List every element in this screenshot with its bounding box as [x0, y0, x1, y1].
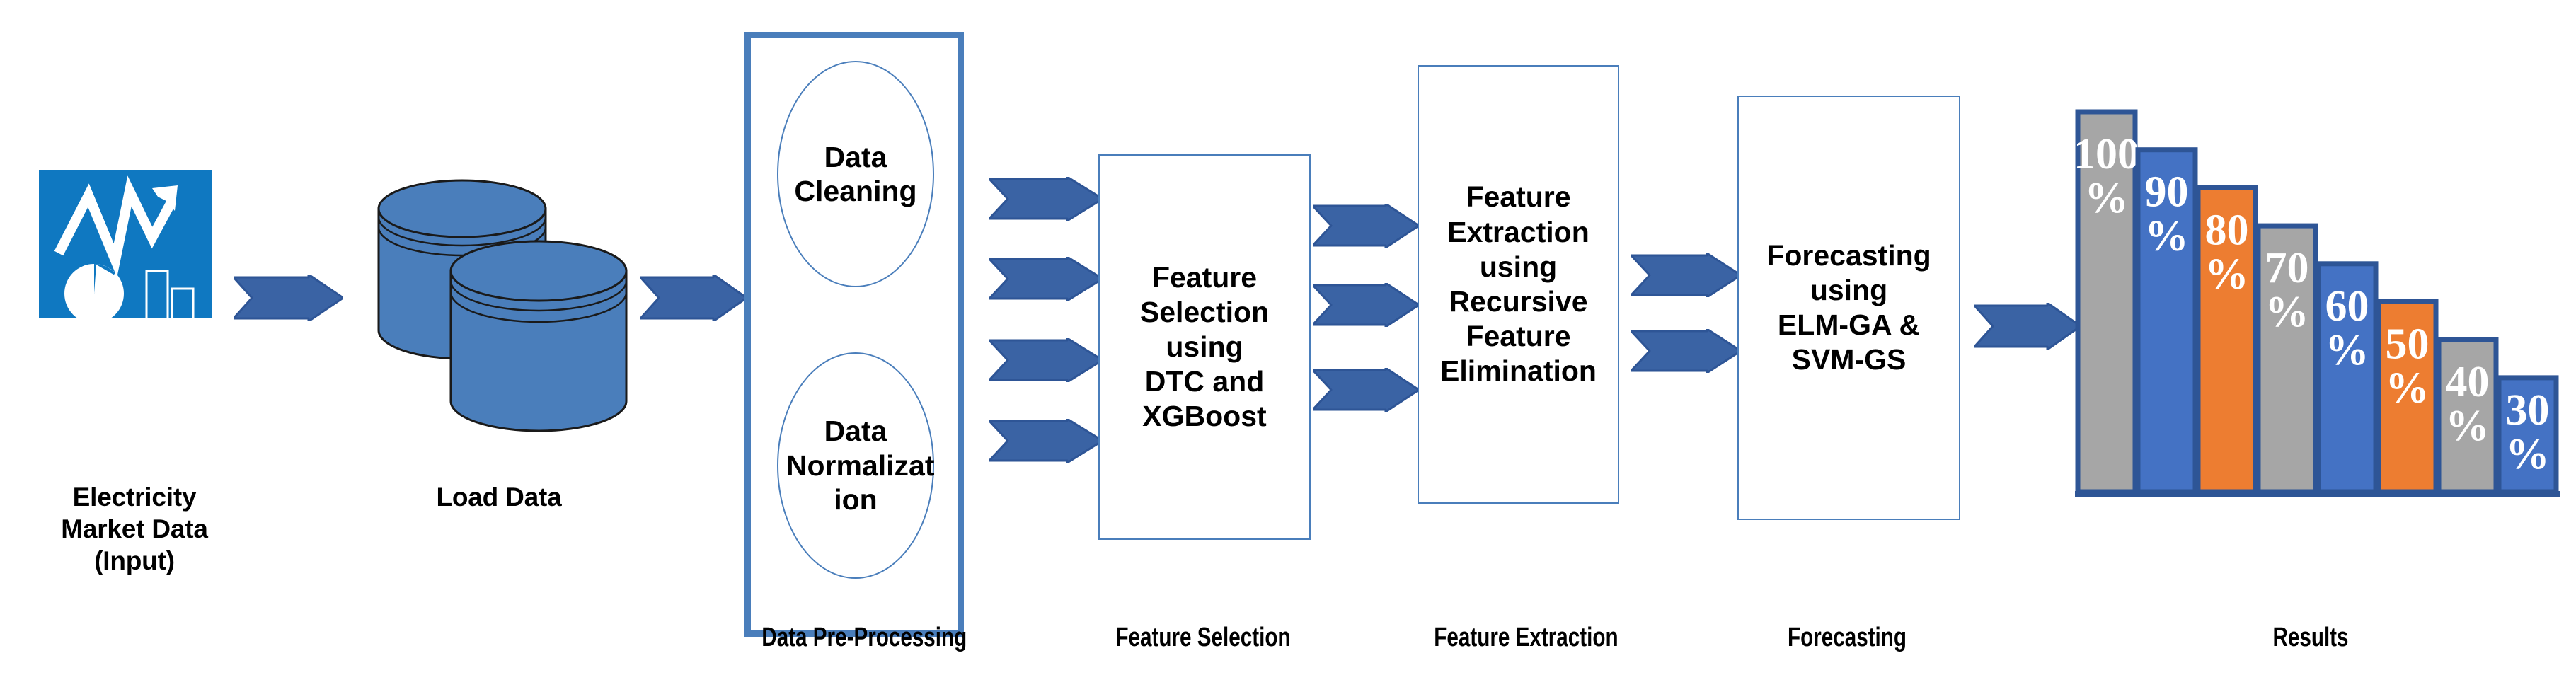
data-normalization-node: Data Normalizat ion [777, 352, 935, 579]
data-cleaning-line-2: Cleaning [794, 175, 917, 207]
results-bar-label: 50 [2386, 321, 2430, 369]
data-normalization-line-1: Data [824, 415, 887, 448]
feature-extraction-line-3: using [1479, 250, 1558, 283]
results-bar-label: % [2085, 174, 2129, 222]
results-bar [2195, 185, 2258, 495]
results-bar-label: % [2265, 288, 2309, 336]
feature-extraction-line-5: Feature [1466, 320, 1571, 353]
results-bar [2496, 375, 2559, 495]
feature-selection-line-4: DTC and [1144, 365, 1265, 398]
arrow-preprocessing-to-feature-selection-2 [989, 257, 1103, 301]
results-bar-label: 60 [2325, 282, 2369, 330]
feature-selection-line-3: using [1166, 330, 1243, 363]
results-bar-label: 100 [2074, 130, 2139, 178]
results-bar-label: 80 [2205, 206, 2249, 254]
results-bar-label: % [2446, 402, 2490, 450]
feature-extraction-line-2: Extraction [1447, 215, 1589, 248]
forecasting-line-2: using [1810, 273, 1888, 306]
caption-input-line-2: Market Data [61, 514, 208, 544]
caption-forecasting: Forecasting [1787, 623, 1907, 652]
forecasting-line-4: SVM-GS [1791, 343, 1907, 376]
results-bar-label: 40 [2446, 358, 2490, 406]
feature-selection-line-2: Selection [1139, 295, 1270, 328]
arrow-feature-selection-to-feature-extraction-3 [1313, 368, 1419, 412]
arrow-forecasting-to-results [1974, 303, 2081, 350]
arrow-feature-selection-to-feature-extraction-1 [1313, 204, 1419, 248]
feature-selection-line-1: Feature [1151, 260, 1258, 294]
data-cleaning-node: Data Cleaning [777, 61, 934, 287]
caption-load-data-line-1: Load Data [436, 483, 562, 512]
results-bar-label: 90 [2145, 168, 2189, 217]
data-normalization-line-3: ion [834, 483, 878, 516]
results-bar [2255, 223, 2318, 495]
arrow-preprocessing-to-feature-selection-4 [989, 419, 1103, 463]
results-bar-label: % [2145, 212, 2189, 260]
database-cylinders-icon [354, 173, 651, 470]
feature-extraction-box: Feature Extraction using Recursive Featu… [1418, 65, 1619, 504]
results-bar-label: 30 [2506, 386, 2550, 434]
forecasting-line-1: Forecasting [1766, 238, 1931, 272]
caption-feature-extraction: Feature Extraction [1434, 623, 1618, 652]
caption-input-line-3: (Input) [94, 546, 175, 576]
feature-extraction-line-4: Recursive [1449, 285, 1588, 318]
caption-results: Results [2272, 623, 2349, 652]
feature-selection-line-5: XGBoost [1142, 400, 1267, 433]
results-bar [2376, 299, 2439, 495]
results-bar-label: % [2205, 250, 2249, 298]
caption-data-preprocessing: Data Pre-Processing [761, 623, 967, 652]
results-bar [2075, 109, 2138, 495]
results-bar [2135, 147, 2198, 495]
arrow-feature-extraction-to-forecasting-1 [1631, 253, 1741, 297]
forecasting-line-3: ELM-GA & [1777, 308, 1921, 341]
arrow-input-to-load-data [234, 275, 343, 321]
results-bar-label: % [2506, 430, 2550, 478]
caption-input-line-1: Electricity [72, 483, 197, 512]
forecasting-box: Forecasting using ELM-GA & SVM-GS [1737, 96, 1960, 520]
arrow-feature-extraction-to-forecasting-2 [1631, 329, 1741, 373]
feature-extraction-line-1: Feature [1466, 180, 1571, 214]
results-bar-label: % [2325, 326, 2369, 374]
arrow-preprocessing-to-feature-selection-1 [989, 177, 1103, 221]
data-cleaning-line-1: Data [824, 140, 887, 173]
results-chart-svg: 100%90%80%70%60%50%40%30% [2074, 109, 2560, 497]
arrow-preprocessing-to-feature-selection-3 [989, 338, 1103, 382]
market-chart-icon [39, 170, 212, 318]
feature-extraction-line-6: Elimination [1440, 354, 1597, 388]
caption-load-data: Load Data [361, 481, 637, 513]
arrow-load-data-to-preprocessing [640, 275, 747, 321]
results-bar-label: % [2386, 364, 2430, 412]
feature-selection-box: Feature Selection using DTC and XGBoost [1098, 154, 1311, 540]
caption-feature-selection: Feature Selection [1115, 623, 1291, 652]
results-bar-label: 70 [2265, 244, 2309, 292]
caption-input: Electricity Market Data (Input) [0, 481, 269, 577]
results-bar-chart: 100%90%80%70%60%50%40%30% [2074, 106, 2562, 524]
arrow-feature-selection-to-feature-extraction-2 [1313, 283, 1419, 327]
data-normalization-line-2: Normalizat [786, 449, 935, 482]
